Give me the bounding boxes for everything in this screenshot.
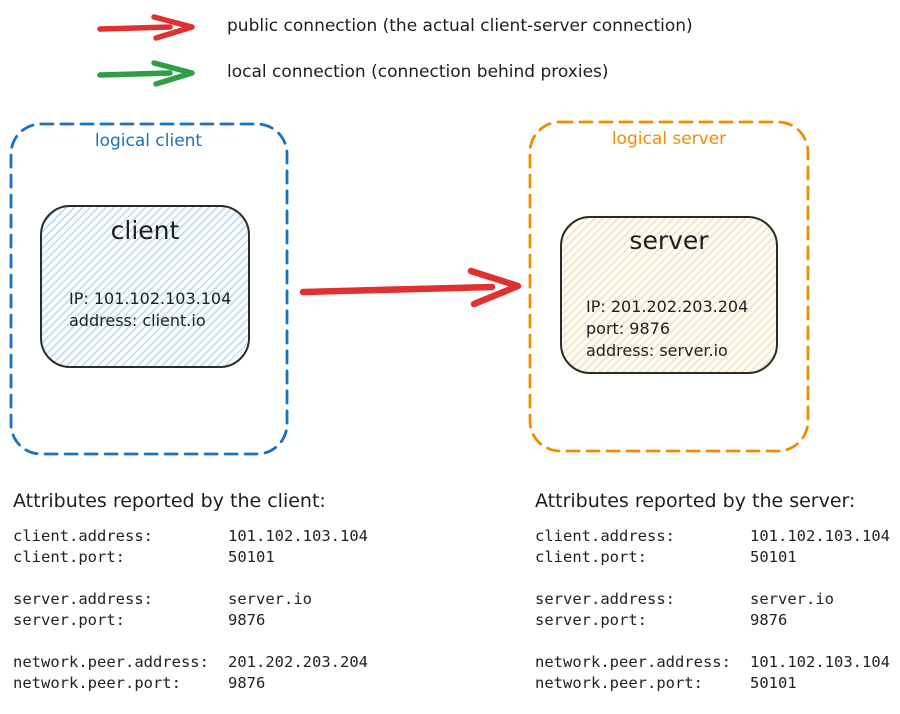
attribute-row: network.peer.port: 50101 bbox=[535, 673, 890, 694]
client-address-line: address: client.io bbox=[69, 311, 206, 330]
attribute-value: server.io bbox=[228, 590, 312, 608]
attribute-row: server.port: 9876 bbox=[535, 610, 890, 631]
attribute-value: 9876 bbox=[750, 611, 788, 629]
public-connection-label: public connection (the actual client-ser… bbox=[227, 16, 693, 36]
attribute-value: server.io bbox=[750, 590, 834, 608]
attribute-row: network.peer.port: 9876 bbox=[13, 673, 368, 694]
server-port-line: port: 9876 bbox=[586, 319, 670, 338]
attribute-key: client.port: bbox=[535, 548, 647, 566]
attribute-value: 50101 bbox=[750, 548, 797, 566]
attribute-value: 9876 bbox=[228, 611, 266, 629]
logical-server-label: logical server bbox=[611, 129, 727, 149]
attribute-value: 101.102.103.104 bbox=[750, 653, 890, 671]
attribute-key: client.address: bbox=[13, 527, 153, 545]
attribute-value: 101.102.103.104 bbox=[228, 527, 368, 545]
public-connection-arrow-icon bbox=[97, 14, 195, 41]
attribute-key: network.peer.address: bbox=[13, 653, 209, 671]
server-node: server IP: 201.202.203.204 port: 9876 ad… bbox=[560, 216, 778, 374]
server-attributes-heading: Attributes reported by the server: bbox=[535, 490, 856, 512]
attribute-row: client.address: 101.102.103.104 bbox=[535, 526, 890, 547]
logical-client-frame bbox=[9, 122, 289, 456]
logical-client-label: logical client bbox=[94, 131, 203, 151]
server-attributes-table: client.address: 101.102.103.104 client.po… bbox=[535, 526, 890, 694]
client-node: client IP: 101.102.103.104 address: clie… bbox=[40, 205, 250, 368]
attribute-key: network.peer.port: bbox=[535, 674, 703, 692]
client-node-details: IP: 101.102.103.104 address: client.io bbox=[69, 288, 231, 332]
attribute-value: 50101 bbox=[228, 548, 275, 566]
attribute-row: network.peer.address: 101.102.103.104 bbox=[535, 652, 890, 673]
attribute-value: 9876 bbox=[228, 674, 266, 692]
attribute-row: client.address: 101.102.103.104 bbox=[13, 526, 368, 547]
attribute-key: server.address: bbox=[13, 590, 153, 608]
client-to-server-arrow-icon bbox=[299, 267, 522, 308]
local-connection-arrow-icon bbox=[97, 60, 195, 87]
attribute-key: client.port: bbox=[13, 548, 125, 566]
attribute-row: server.address: server.io bbox=[535, 589, 890, 610]
client-ip-line: IP: 101.102.103.104 bbox=[69, 289, 232, 308]
server-ip-line: IP: 201.202.203.204 bbox=[586, 297, 749, 316]
attribute-value: 201.202.203.204 bbox=[228, 653, 368, 671]
attribute-value: 101.102.103.104 bbox=[750, 527, 890, 545]
attribute-key: server.port: bbox=[535, 611, 647, 629]
server-node-title: server bbox=[629, 226, 709, 255]
local-connection-label: local connection (connection behind prox… bbox=[227, 62, 609, 82]
attribute-key: client.address: bbox=[535, 527, 675, 545]
attribute-key: server.address: bbox=[535, 590, 675, 608]
client-attributes-heading: Attributes reported by the client: bbox=[13, 490, 326, 512]
attribute-key: network.peer.address: bbox=[535, 653, 731, 671]
attribute-key: server.port: bbox=[13, 611, 125, 629]
client-attributes-table: client.address: 101.102.103.104 client.po… bbox=[13, 526, 368, 694]
server-address-line: address: server.io bbox=[586, 341, 728, 360]
attribute-row: client.port: 50101 bbox=[535, 547, 890, 568]
attribute-row: network.peer.address: 201.202.203.204 bbox=[13, 652, 368, 673]
attribute-row: server.port: 9876 bbox=[13, 610, 368, 631]
attribute-value: 50101 bbox=[750, 674, 797, 692]
attribute-key: network.peer.port: bbox=[13, 674, 181, 692]
server-node-details: IP: 201.202.203.204 port: 9876 address: … bbox=[586, 296, 748, 362]
attribute-row: client.port: 50101 bbox=[13, 547, 368, 568]
client-node-title: client bbox=[110, 216, 180, 245]
logical-server-frame bbox=[528, 120, 810, 453]
attribute-row: server.address: server.io bbox=[13, 589, 368, 610]
